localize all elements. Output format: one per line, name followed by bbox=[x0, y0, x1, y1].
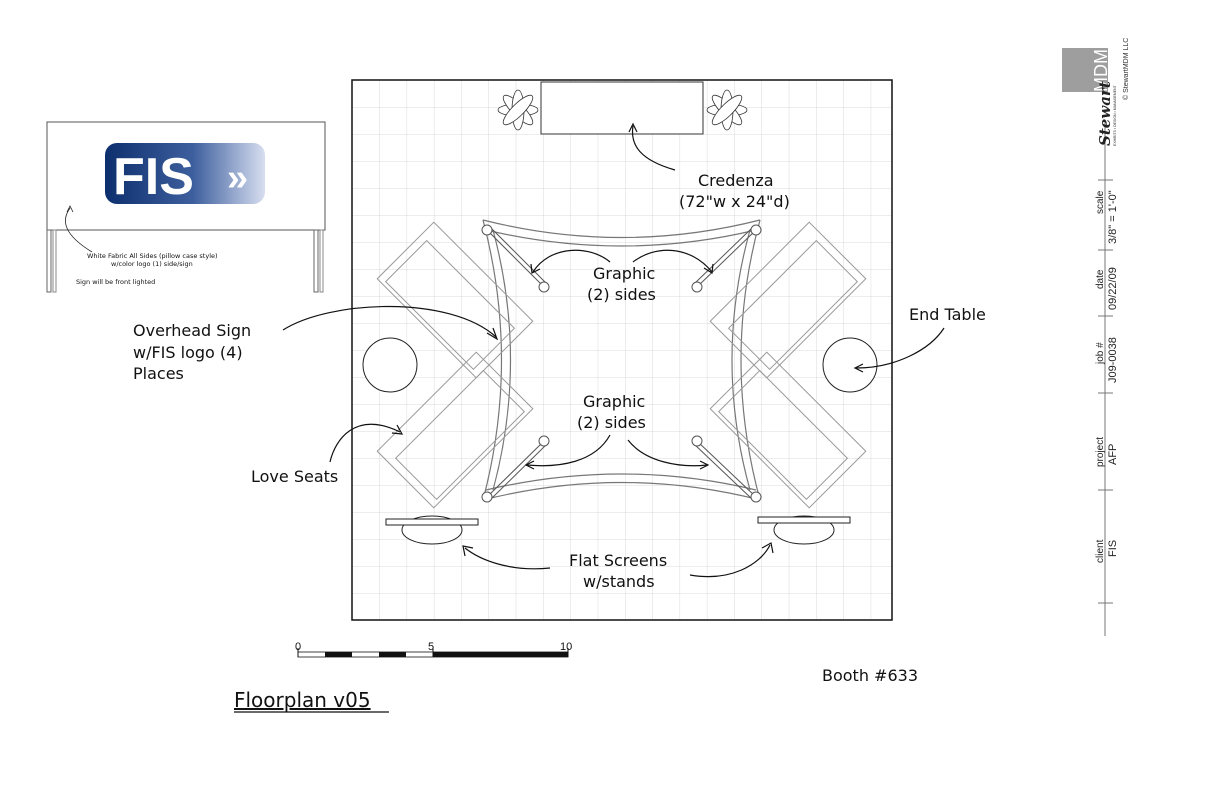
label-graphic-mid-sides: (2) sides bbox=[577, 413, 646, 432]
leader-arrows bbox=[282, 122, 945, 578]
tb-job-value: J09-0038 bbox=[1107, 337, 1119, 383]
plant-icon bbox=[497, 89, 539, 131]
label-flat-screens: Flat Screens bbox=[569, 551, 667, 570]
label-overhead-sign: Overhead Sign bbox=[133, 321, 251, 340]
flat-screen-right bbox=[757, 515, 851, 545]
brand-name: Stewart bbox=[1096, 81, 1114, 146]
label-flat-stands: w/stands bbox=[583, 572, 655, 591]
label-graphic-top: Graphic bbox=[593, 264, 655, 283]
tb-project-label: project bbox=[1095, 437, 1106, 467]
booth-number: Booth #633 bbox=[822, 666, 918, 685]
graphic-panels bbox=[481, 224, 762, 503]
tb-project-value: AFP bbox=[1107, 444, 1119, 465]
label-graphic-mid: Graphic bbox=[583, 392, 645, 411]
brand-box bbox=[1062, 48, 1108, 92]
tb-client-label: client bbox=[1095, 539, 1106, 563]
scale-tick-5: 5 bbox=[428, 641, 434, 653]
scale-tick-10: 10 bbox=[560, 641, 572, 653]
overhead-sign-outline bbox=[482, 219, 761, 501]
sign-preview: FIS » White Fabric All Sides (pillow cas… bbox=[46, 121, 326, 293]
label-overhead-logo: w/FIS logo (4) bbox=[133, 343, 243, 362]
scale-tick-0: 0 bbox=[295, 641, 301, 653]
sign-note-1: White Fabric All Sides (pillow case styl… bbox=[87, 252, 218, 260]
label-end-table: End Table bbox=[909, 305, 986, 324]
booth-plan bbox=[351, 79, 893, 621]
brand-copyright: © StewartMDM LLC bbox=[1122, 38, 1130, 100]
fis-logo-text: FIS bbox=[113, 148, 194, 206]
title-block: MDM Stewart EXHIBITS • DESIGN • MANAGEME… bbox=[1062, 38, 1130, 636]
page-title: Floorplan v05 bbox=[234, 688, 371, 712]
label-overhead-places: Places bbox=[133, 364, 184, 383]
tb-scale-label: scale bbox=[1095, 190, 1106, 214]
brand-tagline: EXHIBITS • DESIGN • MANAGEMENT bbox=[1113, 84, 1117, 146]
fis-logo bbox=[105, 143, 265, 204]
tb-date-label: date bbox=[1095, 269, 1106, 289]
sign-note-2: w/color logo (1) side/sign bbox=[111, 260, 193, 268]
fis-logo-arrows: » bbox=[227, 157, 248, 199]
tb-date-value: 09/22/09 bbox=[1107, 267, 1119, 310]
scale-bar: 0 5 10 bbox=[295, 641, 572, 658]
tb-client-value: FIS bbox=[1107, 540, 1119, 557]
label-credenza-dims: (72"w x 24"d) bbox=[679, 192, 790, 211]
label-credenza: Credenza bbox=[698, 171, 774, 190]
plant-icon bbox=[706, 89, 748, 131]
tb-scale-value: 3/8" = 1'-0" bbox=[1107, 190, 1119, 244]
label-love-seats: Love Seats bbox=[251, 467, 338, 486]
love-seats bbox=[376, 221, 867, 509]
credenza bbox=[540, 81, 704, 135]
end-table-left bbox=[362, 337, 418, 393]
sign-note-3: Sign will be front lighted bbox=[76, 278, 155, 286]
end-table-right bbox=[822, 337, 878, 393]
label-graphic-top-sides: (2) sides bbox=[587, 285, 656, 304]
tb-job-label: job # bbox=[1095, 342, 1106, 365]
flat-screen-left bbox=[385, 515, 479, 545]
brand-box-text: MDM bbox=[1091, 49, 1111, 92]
sign-note-arrow bbox=[65, 207, 93, 253]
